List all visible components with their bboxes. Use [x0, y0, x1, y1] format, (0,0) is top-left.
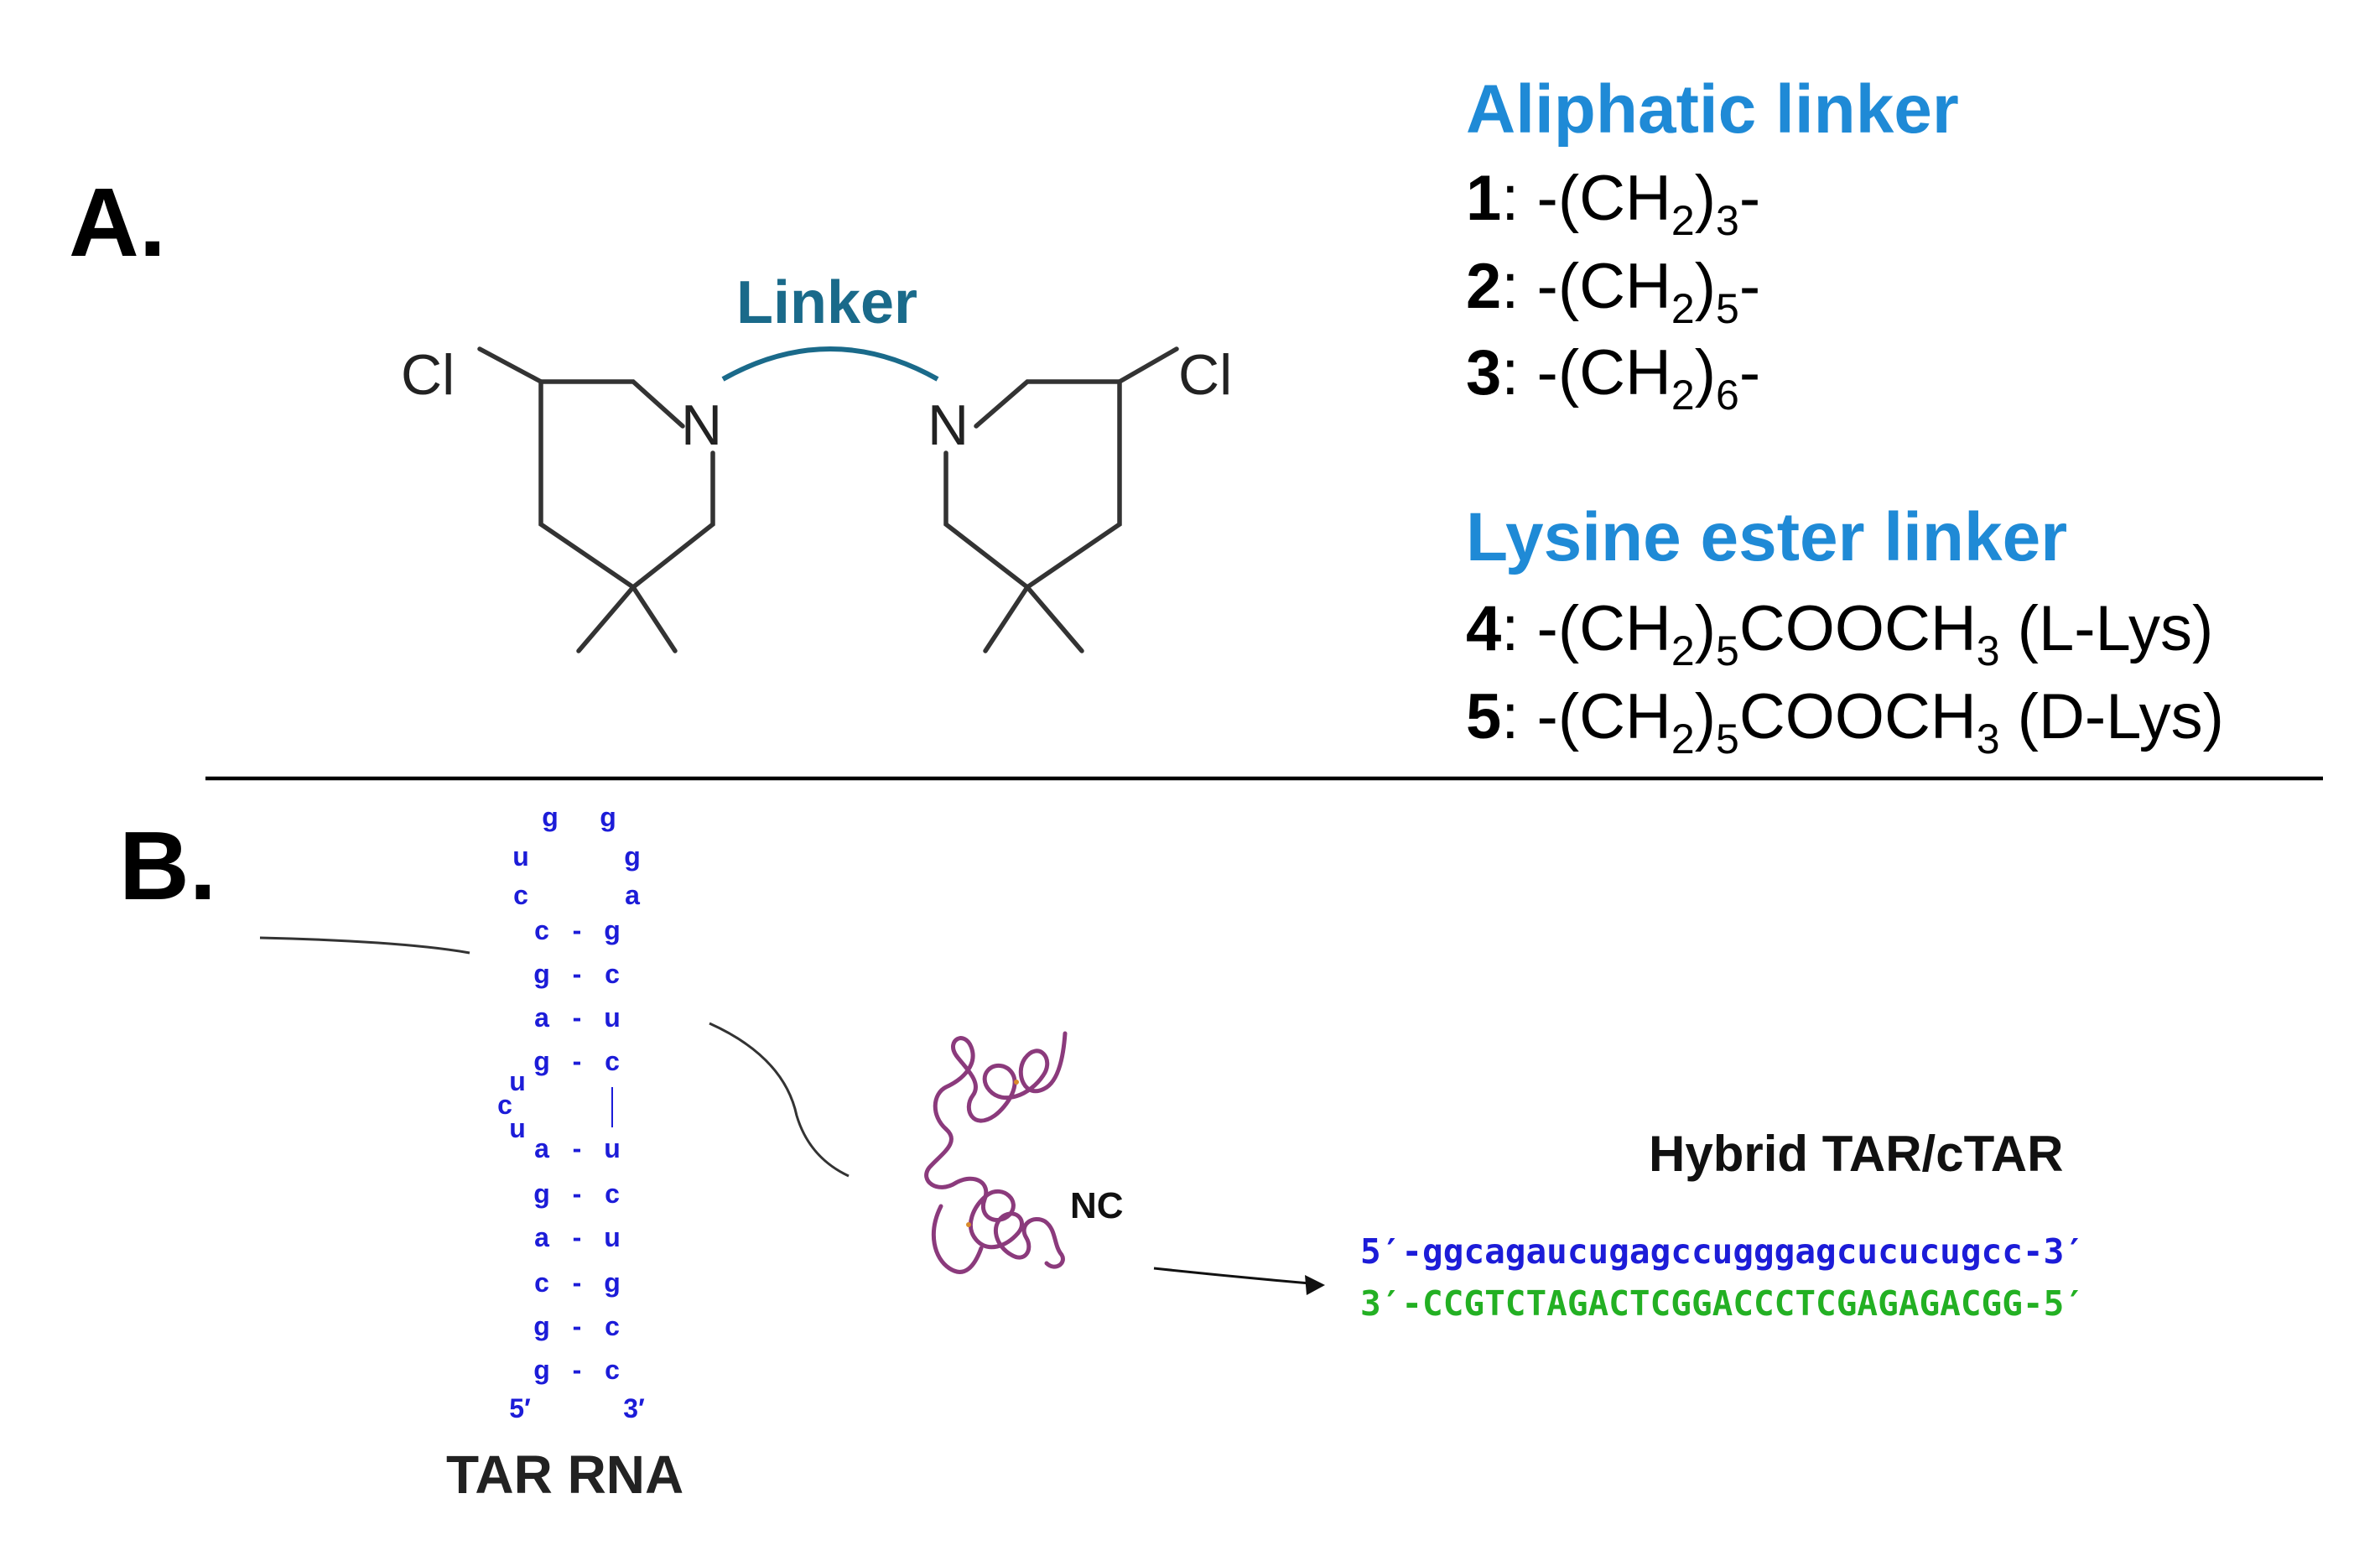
hairpin-loop-nt: g: [624, 841, 641, 872]
lysine-item-5: 5: -(CH2)5COOCH3 (D-Lys): [1466, 681, 2224, 762]
hairpin-stem-nt-5prime: a: [534, 1222, 549, 1252]
nc-zinc-dot-1: [1014, 1080, 1019, 1085]
linker-label: Linker: [736, 269, 917, 336]
hairpin-stem-nt-3prime: g: [604, 915, 621, 945]
aliphatic-item-1: 1: -(CH2)3-: [1466, 163, 1760, 244]
arrow-to-hybrid: [1153, 1267, 1311, 1285]
hairpin-3prime-end: 3′: [623, 1393, 645, 1423]
hybrid-label: Hybrid TAR/cTAR: [1649, 1126, 2063, 1182]
hybrid-sequence-bottom: 3′-CCGTCTAGACTCGGACCCTCGAGAGACGG-5′: [1360, 1283, 2085, 1324]
hairpin-stem-nt-5prime: g: [533, 1311, 550, 1341]
lysine-item-4: 4: -(CH2)5COOCH3 (L-Lys): [1466, 593, 2213, 674]
arrow-head: [1305, 1275, 1325, 1295]
hairpin-stem-nt-3prime: c: [605, 959, 620, 989]
hairpin-stem-nt-3prime: c: [605, 1046, 620, 1076]
nc-zinc-dot-2: [966, 1222, 971, 1227]
aliphatic-heading: Aliphatic linker: [1466, 71, 1959, 148]
hairpin-bulge-nt: c: [497, 1090, 512, 1120]
right-methyl-2: [1025, 585, 1084, 653]
hairpin-stem-nt-5prime: g: [533, 1179, 550, 1209]
hairpin-pair-dash: -: [573, 1267, 582, 1298]
hairpin-stem-nt-5prime: g: [533, 1355, 550, 1385]
atom-n-right: N: [928, 393, 969, 457]
hairpin-stem-nt-5prime: c: [534, 915, 549, 945]
hairpin-loop-nt: a: [625, 880, 640, 910]
left-methyl-2: [631, 585, 678, 653]
panel-a-label: A.: [69, 168, 166, 277]
hairpin-bulge-nt: u: [509, 1113, 526, 1143]
atom-n-left: N: [681, 393, 722, 457]
left-cl-bond: [477, 346, 543, 384]
connector-curve-left: [259, 936, 470, 955]
atom-cl-left: Cl: [401, 343, 455, 407]
hairpin-loop-nt: u: [512, 841, 529, 872]
left-ring-bonds: [538, 379, 715, 591]
hairpin-stem-nt-5prime: a: [534, 1133, 549, 1163]
panel-b-label: B.: [119, 811, 216, 920]
left-methyl-1: [576, 585, 636, 653]
hairpin-loop-nt: g: [542, 802, 559, 832]
hairpin-loop-nt: g: [600, 802, 616, 832]
hairpin-pair-dash: -: [573, 1311, 582, 1341]
nc-protein-chain-tail: [931, 1204, 984, 1274]
hairpin-stem-nt-3prime: c: [605, 1179, 620, 1209]
hairpin-loop-nt: c: [513, 880, 528, 910]
hairpin-stem-nt-3prime: g: [604, 1267, 621, 1298]
connector-curve-middle: [709, 1022, 850, 1178]
nc-protein: [924, 1031, 1068, 1274]
hybrid-sequence-top: 5′-ggcagaucugagccugggagcucucugcc-3′: [1360, 1231, 2085, 1272]
hairpin-pair-dash: -: [573, 915, 582, 945]
nc-label: NC: [1070, 1185, 1124, 1226]
right-ring-bonds: [943, 379, 1122, 591]
hairpin-stem-nt-5prime: c: [534, 1267, 549, 1298]
right-cl-bond: [1117, 346, 1179, 384]
hairpin-stem-nt-3prime: c: [605, 1311, 620, 1341]
hairpin-stem-nt-5prime: g: [533, 959, 550, 989]
lysine-heading: Lysine ester linker: [1466, 499, 2067, 575]
hairpin-stem-nt-3prime: c: [605, 1355, 620, 1385]
hairpin-pair-dash: -: [573, 1222, 582, 1252]
nc-protein-chain: [924, 1031, 1068, 1269]
bis-piperidine-structure: Cl N N Cl Linker: [401, 269, 1232, 653]
hairpin-stem-nt-3prime: u: [604, 1222, 621, 1252]
linker-arc: [721, 346, 939, 382]
hairpin-pair-dash: -: [573, 1133, 582, 1163]
hairpin-pair-dash: -: [573, 1179, 582, 1209]
aliphatic-item-3: 3: -(CH2)6-: [1466, 337, 1760, 419]
hairpin-stem-nt-5prime: g: [533, 1046, 550, 1076]
aliphatic-item-2: 2: -(CH2)5-: [1466, 251, 1760, 332]
hairpin-stem-nt-3prime: u: [604, 1133, 621, 1163]
hairpin-bulge-nt: u: [509, 1066, 526, 1096]
tar-rna-label: TAR RNA: [446, 1444, 683, 1505]
atom-cl-right: Cl: [1178, 343, 1232, 407]
hairpin-pair-dash: -: [573, 959, 582, 989]
hairpin-pair-dash: -: [573, 1046, 582, 1076]
hairpin-5prime-end: 5′: [509, 1393, 531, 1423]
hairpin-pair-dash: -: [573, 1355, 582, 1385]
right-methyl-1: [983, 585, 1030, 653]
hairpin-pair-dash: -: [573, 1002, 582, 1033]
aliphatic-linker-list: Aliphatic linker 1: -(CH2)3- 2: -(CH2)5-…: [1466, 71, 1959, 419]
hairpin-stem-nt-3prime: u: [604, 1002, 621, 1033]
lysine-linker-list: Lysine ester linker 4: -(CH2)5COOCH3 (L-…: [1466, 499, 2224, 762]
hairpin-stem-nt-5prime: a: [534, 1002, 549, 1033]
